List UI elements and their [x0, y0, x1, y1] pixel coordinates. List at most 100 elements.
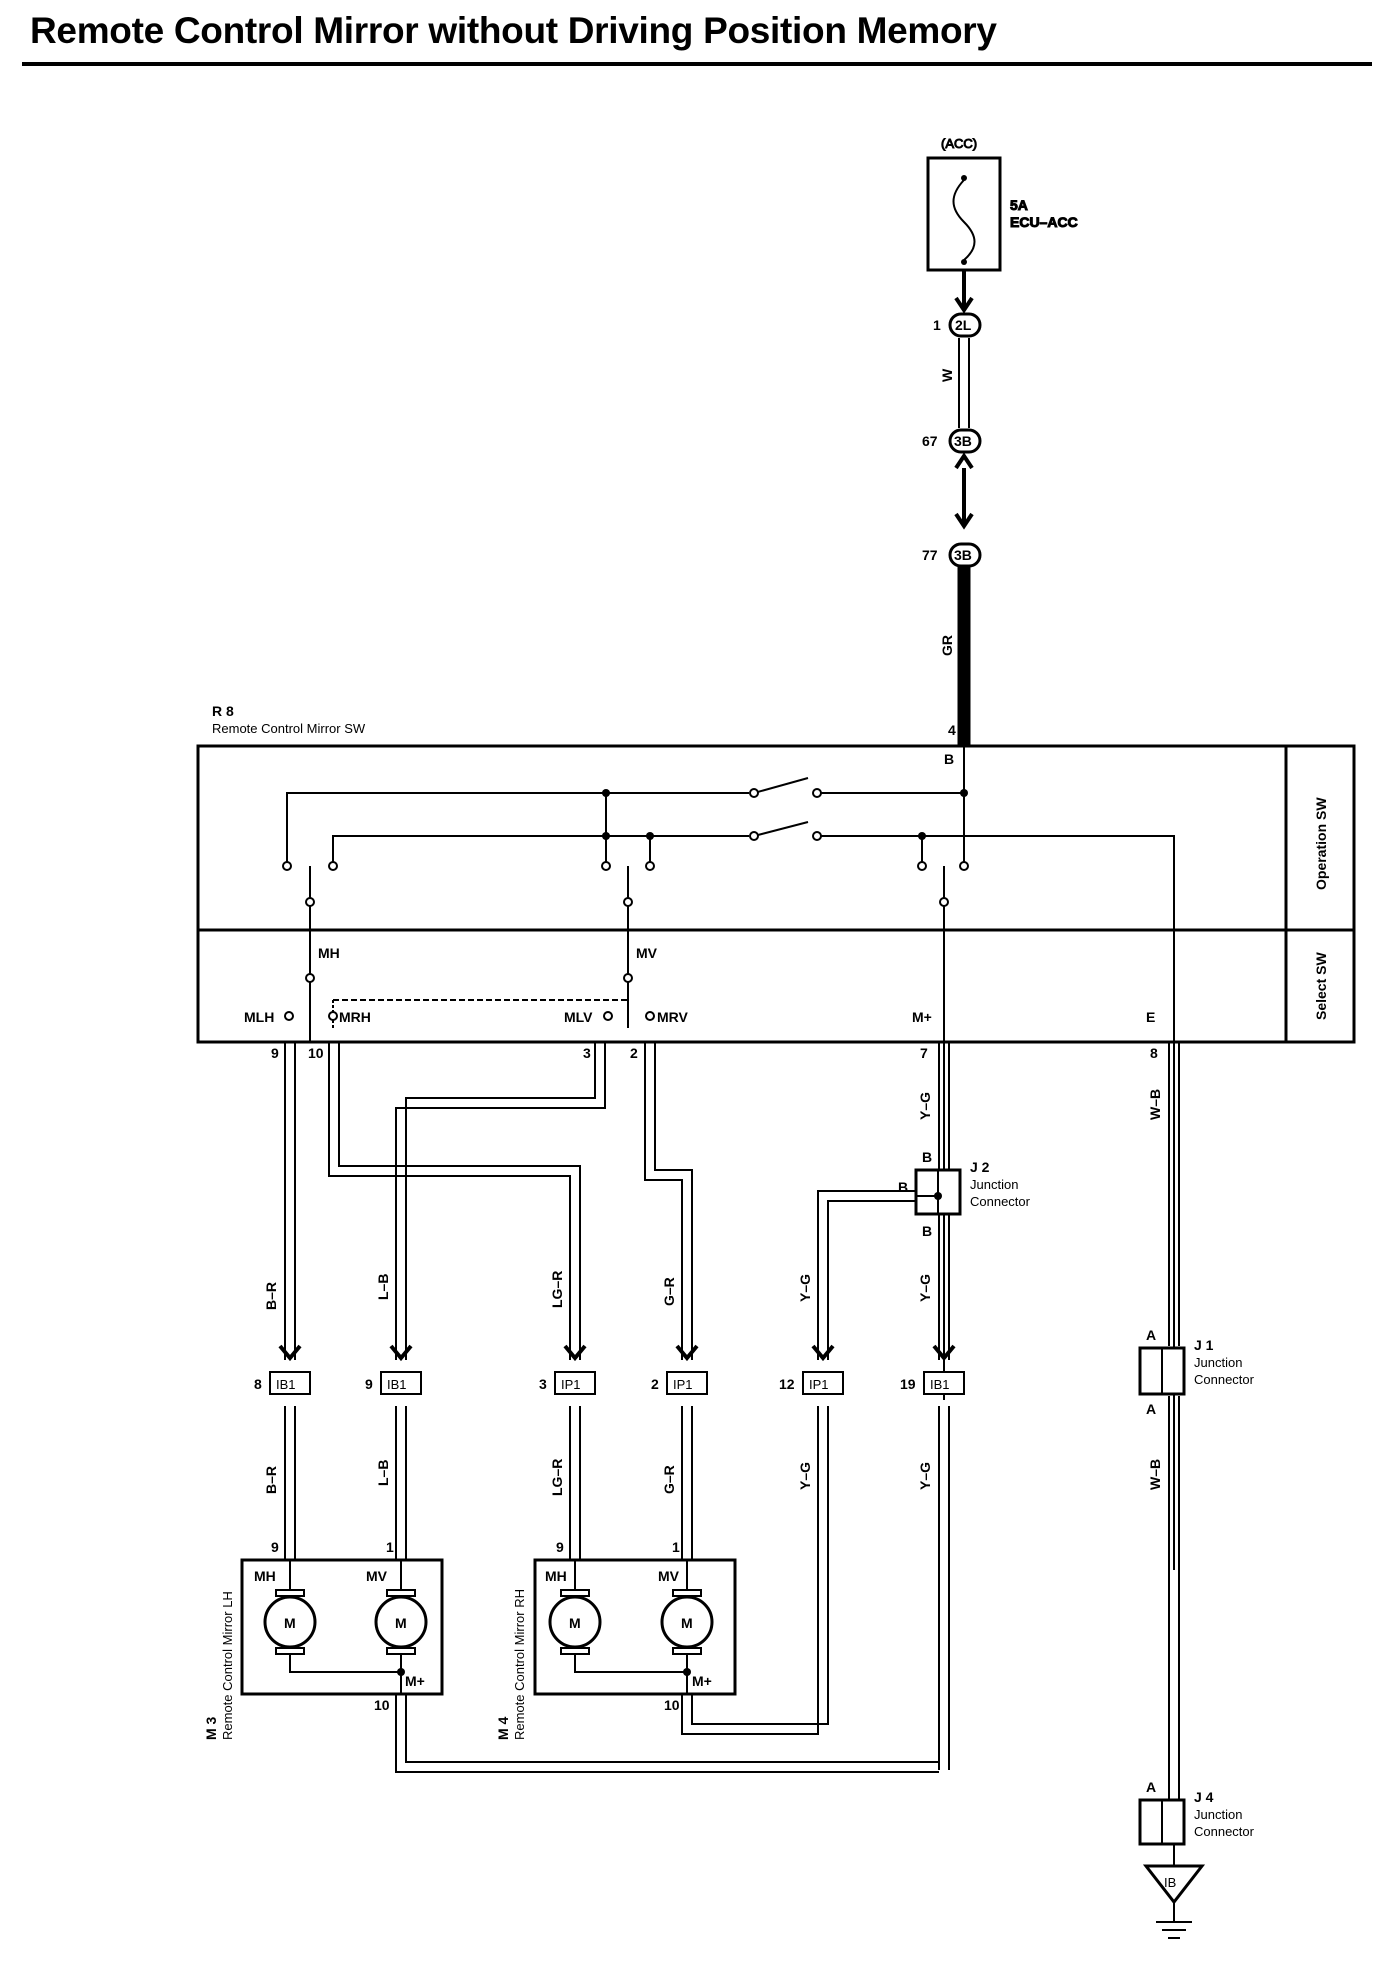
connector-2l: [948, 312, 982, 338]
junction-line1: Junction: [970, 1177, 1018, 1192]
pin-label: 3: [539, 1376, 547, 1392]
switch-section-select: Select SW: [1313, 952, 1329, 1020]
mirror-mplus-label: M+: [692, 1673, 712, 1689]
junction-pin: B: [922, 1149, 932, 1165]
switch-terminal-b: B: [944, 751, 954, 767]
arrow-icon: [954, 512, 974, 530]
wire-color-label: W–B: [1147, 1459, 1163, 1490]
junction-line1: Junction: [1194, 1355, 1242, 1370]
motor-icon: [548, 1595, 602, 1649]
mirror-mh-label: MH: [254, 1568, 276, 1584]
title-rule: [22, 62, 1372, 66]
junction-j4: [1138, 1798, 1186, 1846]
switch-contact-dots: [602, 789, 968, 840]
pin-label: 9: [271, 1539, 279, 1555]
wire-color-label: Y–G: [797, 1462, 813, 1490]
junction-line1: Junction: [1194, 1807, 1242, 1822]
terminal-mlh: MLH: [244, 1009, 274, 1025]
pin-label: 10: [308, 1045, 324, 1061]
terminal-mrv: MRV: [657, 1009, 689, 1025]
pin-label: 67: [922, 433, 938, 449]
junction-j1: [1138, 1346, 1186, 1396]
wire-color-label: Y–G: [917, 1092, 933, 1120]
pin-label: 12: [779, 1376, 795, 1392]
switch-contact-rings: [282, 788, 969, 1021]
mid-connector-boxes: [269, 1371, 965, 1395]
mirror-mplus-label: M+: [405, 1673, 425, 1689]
terminal-mplus: M+: [912, 1009, 932, 1025]
mirror-rh-name: Remote Control Mirror RH: [512, 1589, 527, 1740]
wire-color-label: LG–R: [549, 1271, 565, 1308]
pin-label: 3: [583, 1045, 591, 1061]
connector-code: IP1: [561, 1377, 581, 1392]
junction-line2: Connector: [1194, 1372, 1255, 1387]
connector-code: 3B: [954, 547, 972, 563]
junction-id: J 2: [970, 1159, 990, 1175]
motor-label: M: [284, 1615, 296, 1631]
junction-pin: B: [922, 1223, 932, 1239]
pin-label: 8: [254, 1376, 262, 1392]
wire-color-label: L–B: [375, 1274, 391, 1300]
mirror-rh-box: [533, 1558, 737, 1696]
wire-color-label: B–R: [263, 1466, 279, 1494]
harness-wires: [284, 1042, 1180, 1866]
motor-icon: [374, 1595, 428, 1649]
switch-id: R 8: [212, 703, 234, 719]
connector-code: 3B: [954, 433, 972, 449]
terminal-mlv: MLV: [564, 1009, 593, 1025]
wire-color-label: G–R: [661, 1465, 677, 1494]
motor-label: M: [681, 1615, 693, 1631]
connector-code: IP1: [809, 1377, 829, 1392]
switch-contact-mv: MV: [636, 945, 658, 961]
wire-color-label: Y–G: [917, 1274, 933, 1302]
junction-id: J 4: [1194, 1789, 1214, 1805]
pin-label: 9: [556, 1539, 564, 1555]
pin-label: 9: [271, 1045, 279, 1061]
connector-code: IP1: [673, 1377, 693, 1392]
pin-label: 1: [672, 1539, 680, 1555]
pin-label: 7: [920, 1045, 928, 1061]
connector-code: 2L: [955, 317, 972, 333]
mirror-lh-id: M 3: [203, 1716, 219, 1740]
terminal-mrh: MRH: [339, 1009, 371, 1025]
motor-icon: [660, 1595, 714, 1649]
pin-label: 2: [630, 1045, 638, 1061]
pin-label: 2: [651, 1376, 659, 1392]
switch-name: Remote Control Mirror SW: [212, 721, 366, 736]
switch-internal-wiring: [286, 746, 1175, 1570]
pin-label: 10: [374, 1697, 390, 1713]
mirror-mv-label: MV: [658, 1568, 680, 1584]
switch-contact-mh: MH: [318, 945, 340, 961]
wire-color-label: Y–G: [797, 1274, 813, 1302]
junction-pin: A: [1146, 1401, 1156, 1417]
wire-color-label: B–R: [263, 1282, 279, 1310]
junction-pin: B: [898, 1179, 908, 1195]
junction-pin: A: [1146, 1327, 1156, 1343]
connector-code: IB1: [276, 1377, 296, 1392]
pin-label: 19: [900, 1376, 916, 1392]
pin-label: 1: [386, 1539, 394, 1555]
connector-arrows: [278, 1344, 956, 1362]
switch-section-operation: Operation SW: [1313, 797, 1329, 890]
connector-code: IB1: [387, 1377, 407, 1392]
wire-color-label: W: [939, 368, 955, 382]
junction-j2: [914, 1168, 962, 1216]
mirror-lh-box: [240, 1558, 444, 1696]
wire-color-label: G–R: [661, 1277, 677, 1306]
motor-label: M: [569, 1615, 581, 1631]
junction-pin: A: [1146, 1779, 1156, 1795]
motor-icon: [263, 1595, 317, 1649]
connector-3b-67: [948, 428, 982, 454]
junction-line2: Connector: [970, 1194, 1031, 1209]
switch-pin-b: 4: [948, 722, 956, 738]
pin-label: 1: [933, 317, 941, 333]
ground-icon: [1142, 1864, 1206, 1939]
arrow-icon: [954, 452, 974, 470]
mirror-mh-label: MH: [545, 1568, 567, 1584]
arrow-icon: [954, 296, 974, 314]
mirror-rh-id: M 4: [495, 1716, 511, 1740]
page-title: Remote Control Mirror without Driving Po…: [30, 10, 997, 51]
wire-color-label: L–B: [375, 1460, 391, 1486]
junction-line2: Connector: [1194, 1824, 1255, 1839]
